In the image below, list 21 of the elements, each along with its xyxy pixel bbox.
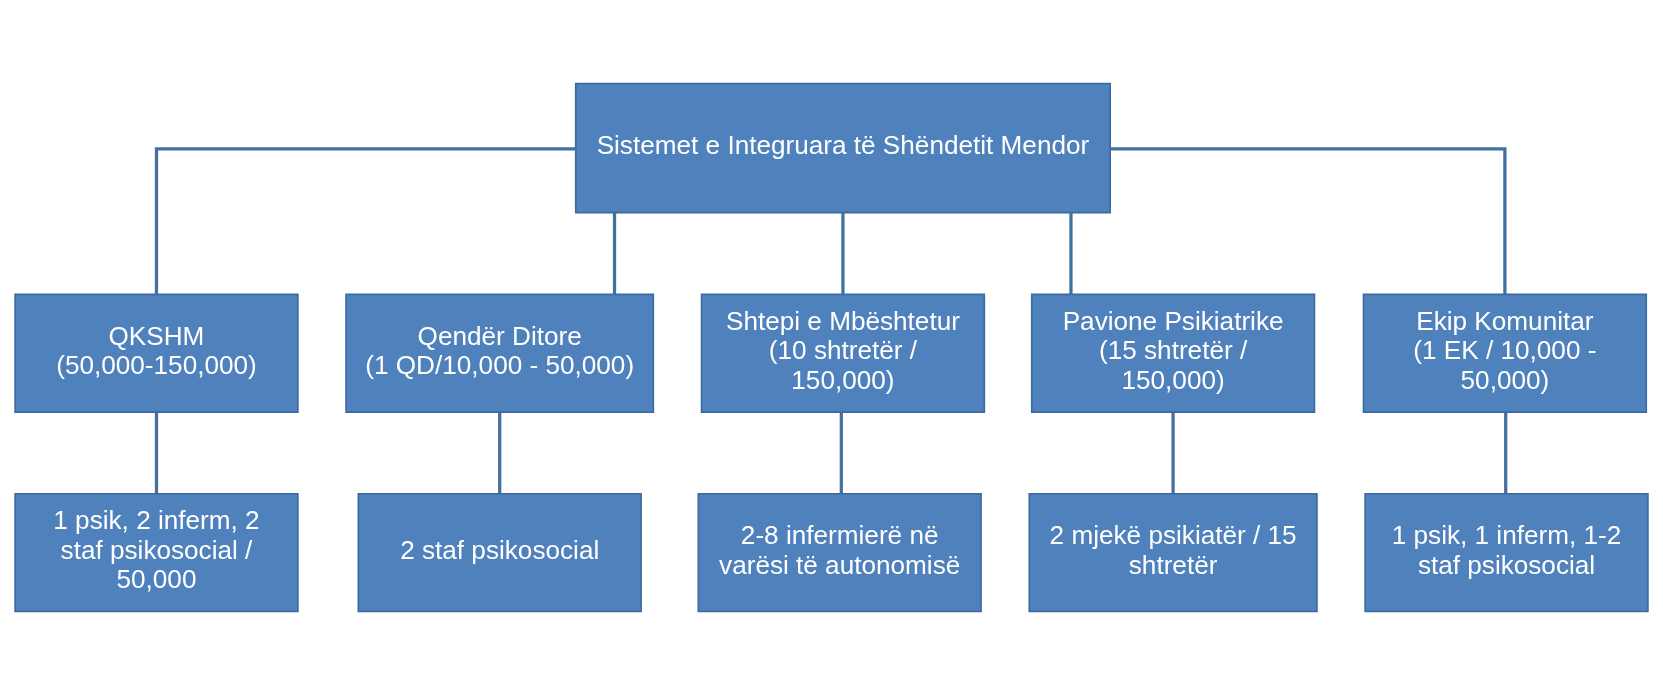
node-box: Sistemet e Integruara të Shëndetit Mendor (574, 82, 1111, 214)
connector (154, 147, 576, 295)
node-box: 2-8 infermierë në varësi të autonomisë (697, 492, 982, 613)
connector (612, 213, 617, 295)
connector (498, 412, 502, 494)
connector (839, 412, 843, 494)
connector (841, 213, 845, 295)
node-box: Pavione Psikiatrike (15 shtretër / 150,000) (1030, 293, 1316, 413)
node-box: 1 psik, 2 inferm, 2 staf psikosocial / 50,000 (14, 492, 299, 613)
node-box: Shtepi e Mbështetur (10 shtretër / 150,000) (700, 293, 986, 413)
connector (1110, 147, 1507, 295)
node-box: 2 staf psikosocial (357, 492, 642, 613)
node-box: 1 psik, 1 inferm, 1-2 staf psikosocial (1364, 492, 1649, 613)
node-box: QKSHM (50,000-150,000) (14, 293, 299, 413)
connector (154, 412, 159, 494)
connector (1069, 213, 1073, 295)
connector (1171, 412, 1175, 494)
node-box: 2 mjekë psikiatër / 15 shtretër (1028, 492, 1318, 613)
node-box: Qendër Ditore (1 QD/10,000 - 50,000) (345, 293, 655, 413)
node-box: Ekip Komunitar (1 EK / 10,000 - 50,000) (1362, 293, 1648, 413)
connector (1504, 412, 1508, 494)
